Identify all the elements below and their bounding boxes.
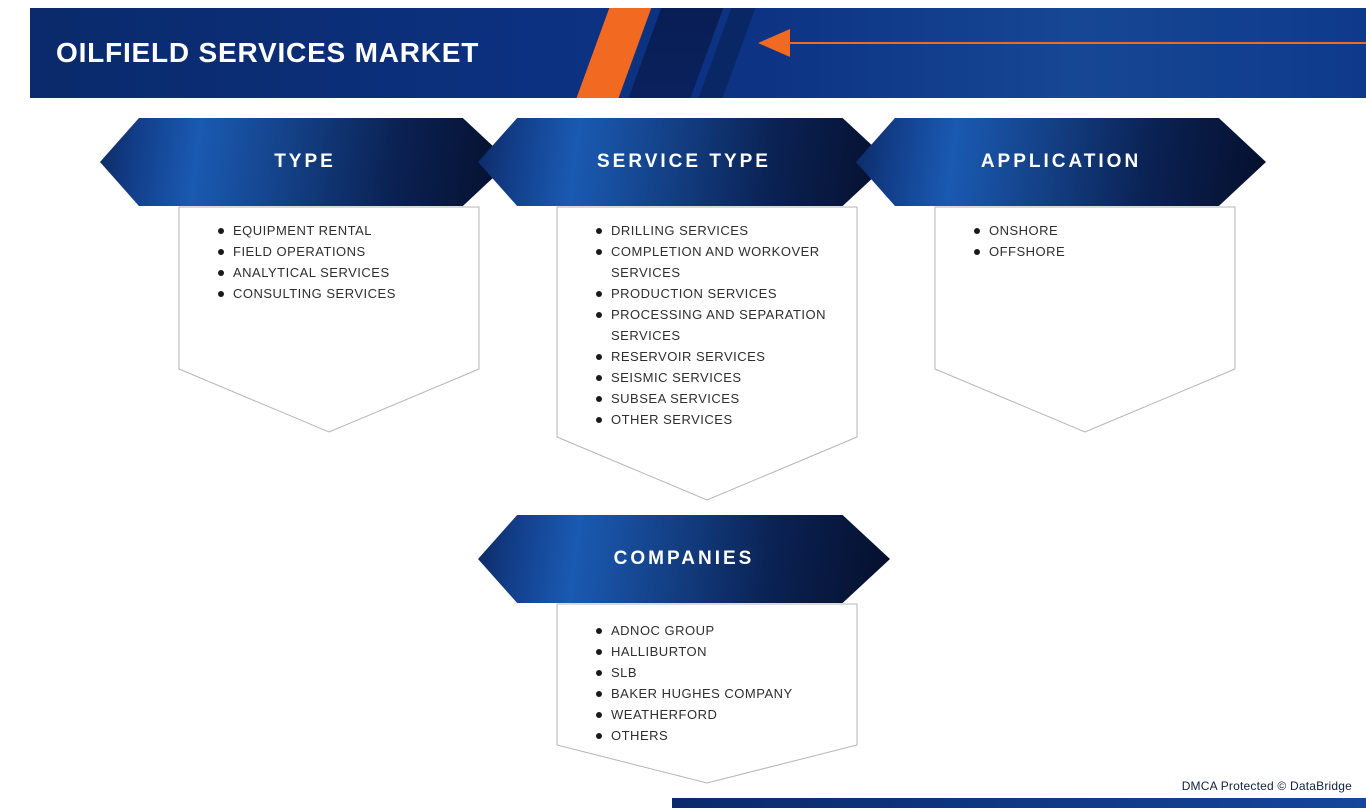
banner-companies-label: COMPANIES	[613, 548, 755, 569]
dmca-text: DMCA Protected © DataBridge	[1181, 779, 1352, 793]
bullet-icon	[596, 291, 602, 297]
page-title: OILFIELD SERVICES MARKET	[56, 37, 480, 68]
bullet-icon	[974, 228, 980, 234]
bullet-icon	[596, 396, 602, 402]
list-item: SEISMIC SERVICES	[596, 367, 844, 388]
footer-bar	[672, 798, 1366, 808]
list-item-label: PROCESSING AND SEPARATION SERVICES	[611, 307, 827, 343]
header-banner: OILFIELD SERVICES MARKET	[30, 8, 1366, 98]
list-item: COMPLETION AND WORKOVER SERVICES	[596, 241, 844, 283]
banner-application: APPLICATION	[856, 118, 1266, 206]
list-item-label: OTHERS	[611, 728, 669, 743]
bullet-icon	[974, 249, 980, 255]
list-item: ADNOC GROUP	[596, 620, 844, 641]
panel-companies	[556, 603, 858, 784]
list-item: DRILLING SERVICES	[596, 220, 844, 241]
list-item: ONSHORE	[974, 220, 1222, 241]
list-item: EQUIPMENT RENTAL	[218, 220, 466, 241]
list-item-label: RESERVOIR SERVICES	[611, 349, 766, 364]
list-item-label: SEISMIC SERVICES	[611, 370, 742, 385]
bullet-icon	[596, 733, 602, 739]
list-item: ANALYTICAL SERVICES	[218, 262, 466, 283]
list-item: WEATHERFORD	[596, 704, 844, 725]
list-item-label: SLB	[611, 665, 638, 680]
bullet-icon	[596, 691, 602, 697]
bullet-icon	[596, 712, 602, 718]
list-item: OFFSHORE	[974, 241, 1222, 262]
panel-application	[934, 206, 1236, 433]
bullet-icon	[596, 228, 602, 234]
banner-type: TYPE	[100, 118, 510, 206]
bullet-icon	[218, 249, 224, 255]
list-item-label: FIELD OPERATIONS	[233, 244, 366, 259]
bullet-icon	[596, 628, 602, 634]
list-item: HALLIBURTON	[596, 641, 844, 662]
bullet-icon	[596, 649, 602, 655]
banner-type-label: TYPE	[274, 151, 336, 172]
list-item-label: SUBSEA SERVICES	[611, 391, 740, 406]
bullet-icon	[596, 312, 602, 318]
arrow-line	[788, 42, 1366, 44]
list-item-label: ONSHORE	[989, 223, 1059, 238]
banner-service-type: SERVICE TYPE	[478, 118, 890, 206]
list-item: SUBSEA SERVICES	[596, 388, 844, 409]
list-item-label: ANALYTICAL SERVICES	[233, 265, 390, 280]
banner-application-label: APPLICATION	[980, 151, 1142, 172]
bullet-icon	[218, 270, 224, 276]
application-list: ONSHORE OFFSHORE	[974, 220, 1222, 262]
list-item-label: COMPLETION AND WORKOVER SERVICES	[611, 244, 820, 280]
list-item: PROCESSING AND SEPARATION SERVICES	[596, 304, 844, 346]
list-item: OTHERS	[596, 725, 844, 746]
list-item-label: BAKER HUGHES COMPANY	[611, 686, 793, 701]
left-arrow-icon	[758, 29, 790, 57]
bullet-icon	[218, 228, 224, 234]
bullet-icon	[596, 249, 602, 255]
list-item: SLB	[596, 662, 844, 683]
list-item: FIELD OPERATIONS	[218, 241, 466, 262]
bullet-icon	[218, 291, 224, 297]
list-item: RESERVOIR SERVICES	[596, 346, 844, 367]
bullet-icon	[596, 375, 602, 381]
panel-service-type	[556, 206, 858, 501]
list-item: PRODUCTION SERVICES	[596, 283, 844, 304]
list-item: OTHER SERVICES	[596, 409, 844, 430]
banner-companies: COMPANIES	[478, 515, 890, 603]
list-item-label: HALLIBURTON	[611, 644, 708, 659]
companies-list: ADNOC GROUP HALLIBURTON SLB BAKER HUGHES…	[596, 620, 844, 746]
list-item-label: OFFSHORE	[989, 244, 1066, 259]
bullet-icon	[596, 417, 602, 423]
list-item-label: ADNOC GROUP	[611, 623, 715, 638]
type-list: EQUIPMENT RENTAL FIELD OPERATIONS ANALYT…	[218, 220, 466, 304]
bullet-icon	[596, 670, 602, 676]
panel-type	[178, 206, 480, 433]
list-item-label: PRODUCTION SERVICES	[611, 286, 778, 301]
list-item: CONSULTING SERVICES	[218, 283, 466, 304]
list-item-label: WEATHERFORD	[611, 707, 718, 722]
list-item-label: CONSULTING SERVICES	[233, 286, 396, 301]
service-type-list: DRILLING SERVICES COMPLETION AND WORKOVE…	[596, 220, 844, 430]
list-item-label: OTHER SERVICES	[611, 412, 733, 427]
list-item: BAKER HUGHES COMPANY	[596, 683, 844, 704]
banner-service-type-label: SERVICE TYPE	[597, 151, 771, 172]
list-item-label: EQUIPMENT RENTAL	[233, 223, 372, 238]
list-item-label: DRILLING SERVICES	[611, 223, 749, 238]
bullet-icon	[596, 354, 602, 360]
